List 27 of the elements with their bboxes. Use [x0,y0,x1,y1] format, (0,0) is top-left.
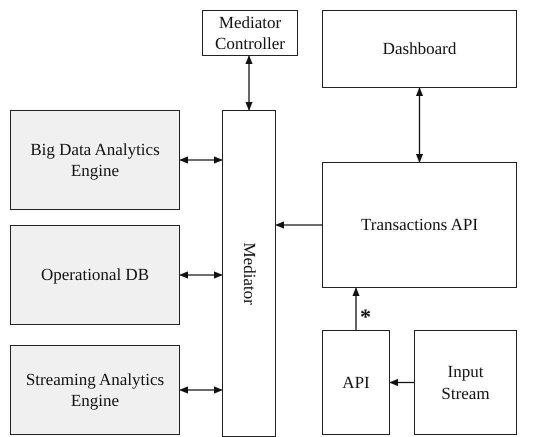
process-box [322,10,517,88]
process-box [10,225,180,325]
box-label: Mediator [238,242,260,305]
box-label: Transactions API [361,214,478,236]
arrow [416,87,424,163]
edge-label: * [360,306,371,328]
process-box [10,110,180,210]
process-box [10,345,180,435]
process-box [414,330,517,435]
box-label: API [342,372,370,394]
box-label: Streaming Analytics Engine [24,368,166,412]
arrow [179,156,223,164]
arrow [245,55,253,111]
box-label: Mediator Controller [214,12,286,54]
box-label: Operational DB [40,264,150,286]
arrow [179,271,223,279]
mediator-bar [222,110,276,437]
process-box [322,162,517,288]
arrow [179,386,223,394]
arrow [352,287,360,330]
box-label: Dashboard [382,38,456,60]
arrow [275,221,322,229]
process-box [202,10,298,56]
process-box [322,330,390,435]
arrow [389,378,414,386]
box-label: Input Stream [440,361,491,404]
box-label: Big Data Analytics Engine [29,138,161,182]
